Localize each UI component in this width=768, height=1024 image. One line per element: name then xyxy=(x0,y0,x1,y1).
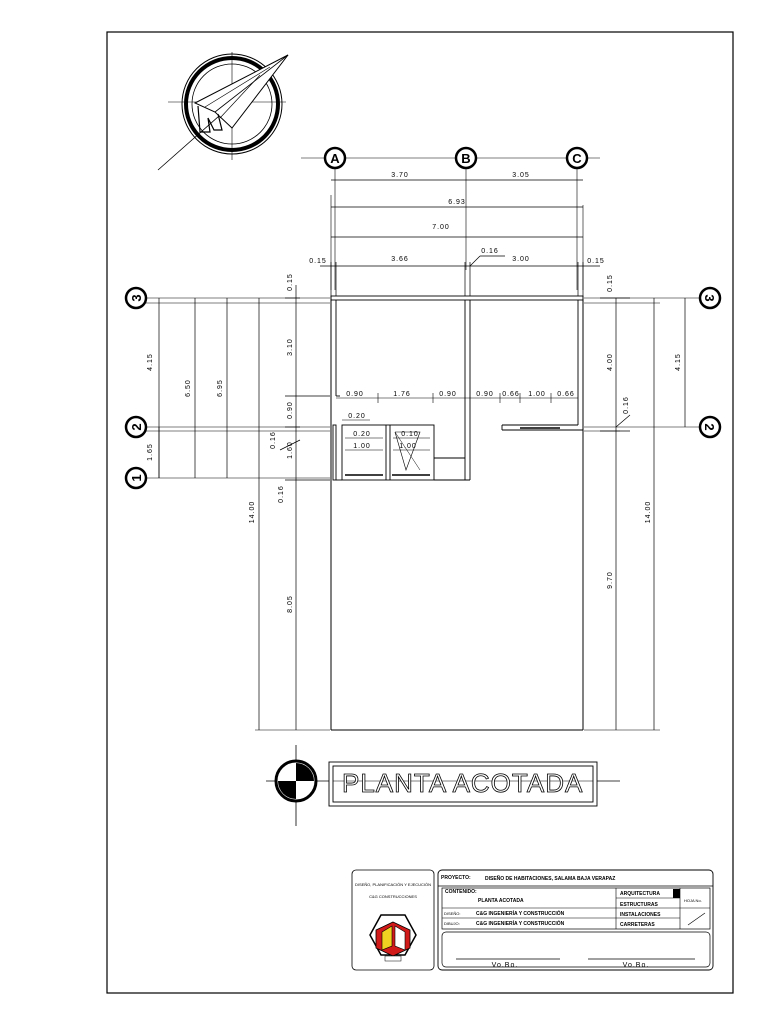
sheet-label: HOJA No. xyxy=(684,898,702,903)
axis-bubble-a: A xyxy=(301,146,600,170)
left-dimension-texts: 4.15 1.65 6.50 6.95 14.00 0.15 3.10 0.90… xyxy=(147,273,294,613)
axis-bubble-right-3: 3 xyxy=(698,286,722,310)
dim-right-wall: 0.15 xyxy=(587,258,605,265)
drawing-title: PLANTA ACOTADA xyxy=(342,768,583,798)
dim-left-lower: 8.05 xyxy=(287,595,294,613)
dim-int-e2: 0.20 xyxy=(353,431,371,438)
axis-label-left-3: 3 xyxy=(129,294,144,301)
axis-label-left-1: 1 xyxy=(129,474,144,481)
floor-plan xyxy=(330,295,584,731)
dim-room1: 3.66 xyxy=(391,256,409,263)
axis-bubble-c: C xyxy=(565,146,589,170)
axis-label-right-2: 2 xyxy=(702,423,717,430)
axis-bubble-right-2: 2 xyxy=(698,415,722,439)
title-block: DISEÑO, PLANIFICACIÓN Y EJECUCIÓN C&G CO… xyxy=(351,869,714,971)
dim-left-small-wall: 0.16 xyxy=(270,431,277,449)
discipline-0: ARQUITECTURA xyxy=(620,891,660,897)
dim-right-lower: 9.70 xyxy=(607,571,614,589)
dim-left-upper-wall: 0.15 xyxy=(287,273,294,291)
dim-mid-wall: 0.16 xyxy=(481,248,499,255)
row1-value: C&G INGENIERÍA Y CONSTRUCCIÓN xyxy=(476,909,565,917)
dim-right-a: 4.15 xyxy=(675,353,682,371)
sheet-border xyxy=(106,31,734,994)
dim-left-d: 1.65 xyxy=(147,443,154,461)
dim-room2: 3.00 xyxy=(512,256,530,263)
axis-label-left-2: 2 xyxy=(129,423,144,430)
dim-int-d2: 1.76 xyxy=(393,391,411,398)
discipline-1: ESTRUCTURAS xyxy=(620,902,658,908)
right-dimensions xyxy=(600,297,686,730)
top-dimension-texts: 3.70 3.05 6.93 7.00 0.15 3.66 0.16 3.00 … xyxy=(309,172,605,265)
row1-label: DISEÑO: xyxy=(444,911,460,916)
interior-dimension-lines xyxy=(336,393,578,451)
interior-dimension-texts: 0.90 1.76 0.90 0.90 0.66 1.00 0.66 0.20 … xyxy=(346,391,575,450)
proyecto-label: PROYECTO: xyxy=(441,875,471,881)
contenido-value: PLANTA ACOTADA xyxy=(478,898,524,904)
dim-left-a: 4.15 xyxy=(147,353,154,371)
axis-bubble-left-2: 2 xyxy=(124,415,148,439)
discipline-3: CARRETERAS xyxy=(620,922,655,928)
north-arrow-icon xyxy=(157,52,289,171)
top-dimensions xyxy=(320,179,600,296)
axis-label-a: A xyxy=(330,151,340,166)
left-dimensions xyxy=(158,285,330,730)
dim-total2: 7.00 xyxy=(432,224,450,231)
dim-int-e3: 0.10 xyxy=(401,431,419,438)
dim-right-wall-mid: 0.16 xyxy=(623,396,630,414)
axis-label-b: B xyxy=(461,151,470,166)
dim-ab: 3.70 xyxy=(391,172,409,179)
axis-bubbles: A B C 3 2 1 3 2 xyxy=(124,146,722,490)
axis-label-c: C xyxy=(572,151,582,166)
dim-int-d1: 0.90 xyxy=(346,391,364,398)
dim-int-e1: 0.20 xyxy=(348,413,366,420)
dim-left-c: 6.95 xyxy=(217,379,224,397)
row2-label: DIBUJO: xyxy=(444,921,460,926)
dim-left-b: 6.50 xyxy=(185,379,192,397)
vobo-1: Vo.Bo. xyxy=(492,962,519,969)
right-dimension-texts: 4.15 4.00 0.15 0.16 14.00 9.70 xyxy=(607,274,682,589)
discipline-2: INSTALACIONES xyxy=(620,912,661,918)
dim-int-e5: 1.00 xyxy=(399,443,417,450)
axis-bubble-b: B xyxy=(454,146,478,170)
dim-left-room-top: 3.10 xyxy=(287,338,294,356)
axis-bubble-left-3: 3 xyxy=(124,286,148,310)
proyecto-value: DISEÑO DE HABITACIONES, SALAMA BAJA VERA… xyxy=(485,875,615,882)
company-logo-icon xyxy=(369,914,417,962)
dim-right-wall-top: 0.15 xyxy=(607,274,614,292)
company-header: DISEÑO, PLANIFICACIÓN Y EJECUCIÓN xyxy=(355,882,431,887)
dim-right-total: 14.00 xyxy=(645,501,652,524)
company-name: C&G CONSTRUCCIONES xyxy=(369,894,417,899)
dim-int-d3: 0.90 xyxy=(439,391,457,398)
dim-left-total: 14.00 xyxy=(249,501,256,524)
dim-int-d6: 1.00 xyxy=(528,391,546,398)
dim-int-d7: 0.66 xyxy=(557,391,575,398)
dim-right-b: 4.00 xyxy=(607,353,614,371)
axis-bubble-left-1: 1 xyxy=(124,466,148,490)
dim-left-bath: 1.60 xyxy=(287,441,294,459)
sheet-marker xyxy=(673,889,680,898)
dim-int-d4: 0.90 xyxy=(476,391,494,398)
row2-value: C&G INGENIERÍA Y CONSTRUCCIÓN xyxy=(476,919,565,927)
axis-label-right-3: 3 xyxy=(702,294,717,301)
drawing-title-frame: PLANTA ACOTADA xyxy=(328,761,598,807)
dim-left-door-gap: 0.90 xyxy=(287,401,294,419)
dim-total1: 6.93 xyxy=(448,199,466,206)
axis-lines xyxy=(146,168,700,731)
vobo-2: Vo.Bo. xyxy=(623,962,650,969)
dim-int-d5: 0.66 xyxy=(502,391,520,398)
dim-bc: 3.05 xyxy=(512,172,530,179)
dim-left-wall: 0.15 xyxy=(309,258,327,265)
contenido-label: CONTENIDO: xyxy=(445,889,477,895)
dim-left-bottom-wall: 0.16 xyxy=(278,485,285,503)
dim-int-e4: 1.00 xyxy=(353,443,371,450)
